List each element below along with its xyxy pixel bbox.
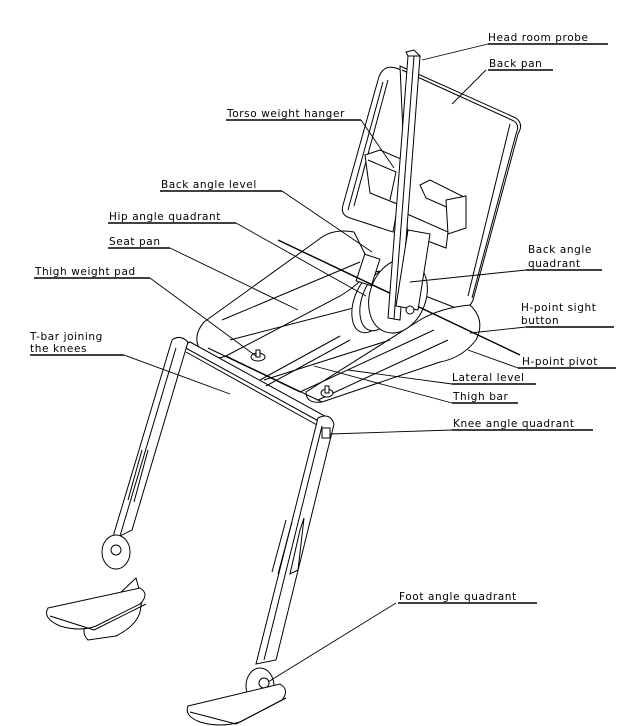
- label-knee-angle-quadrant: Knee angle quadrant: [453, 418, 575, 430]
- leader-lines: [30, 43, 616, 683]
- label-back-angle-quadrant-line1: Back angle: [528, 244, 592, 256]
- label-h-point-pivot: H-point pivot: [522, 356, 598, 368]
- label-torso-weight-hanger: Torso weight hanger: [226, 108, 345, 120]
- label-seat-pan: Seat pan: [109, 236, 161, 248]
- label-h-point-sight-button-line2: button: [521, 315, 559, 327]
- label-h-point-sight-button-line1: H-point sight: [521, 302, 596, 314]
- label-back-pan: Back pan: [489, 58, 542, 70]
- label-lateral-level: Lateral level: [452, 372, 525, 384]
- label-head-room-probe: Head room probe: [488, 32, 589, 44]
- label-foot-angle-quadrant: Foot angle quadrant: [399, 591, 517, 603]
- right-leg: [186, 415, 335, 726]
- label-back-angle-quadrant-line2: quadrant: [528, 258, 581, 270]
- label-t-bar-line2: the knees: [30, 343, 87, 355]
- thigh-weight-pad-shape: [250, 349, 334, 398]
- label-t-bar-line1: T-bar joining: [29, 331, 103, 343]
- label-back-angle-level: Back angle level: [161, 179, 257, 191]
- head-room-probe-shape: [387, 49, 431, 321]
- seat-pan-shape: [196, 230, 481, 403]
- back-pan-shape: [341, 65, 522, 310]
- left-leg: [46, 336, 189, 641]
- label-hip-angle-quadrant: Hip angle quadrant: [109, 211, 221, 223]
- label-thigh-bar: Thigh bar: [452, 391, 509, 403]
- label-thigh-weight-pad: Thigh weight pad: [34, 266, 136, 278]
